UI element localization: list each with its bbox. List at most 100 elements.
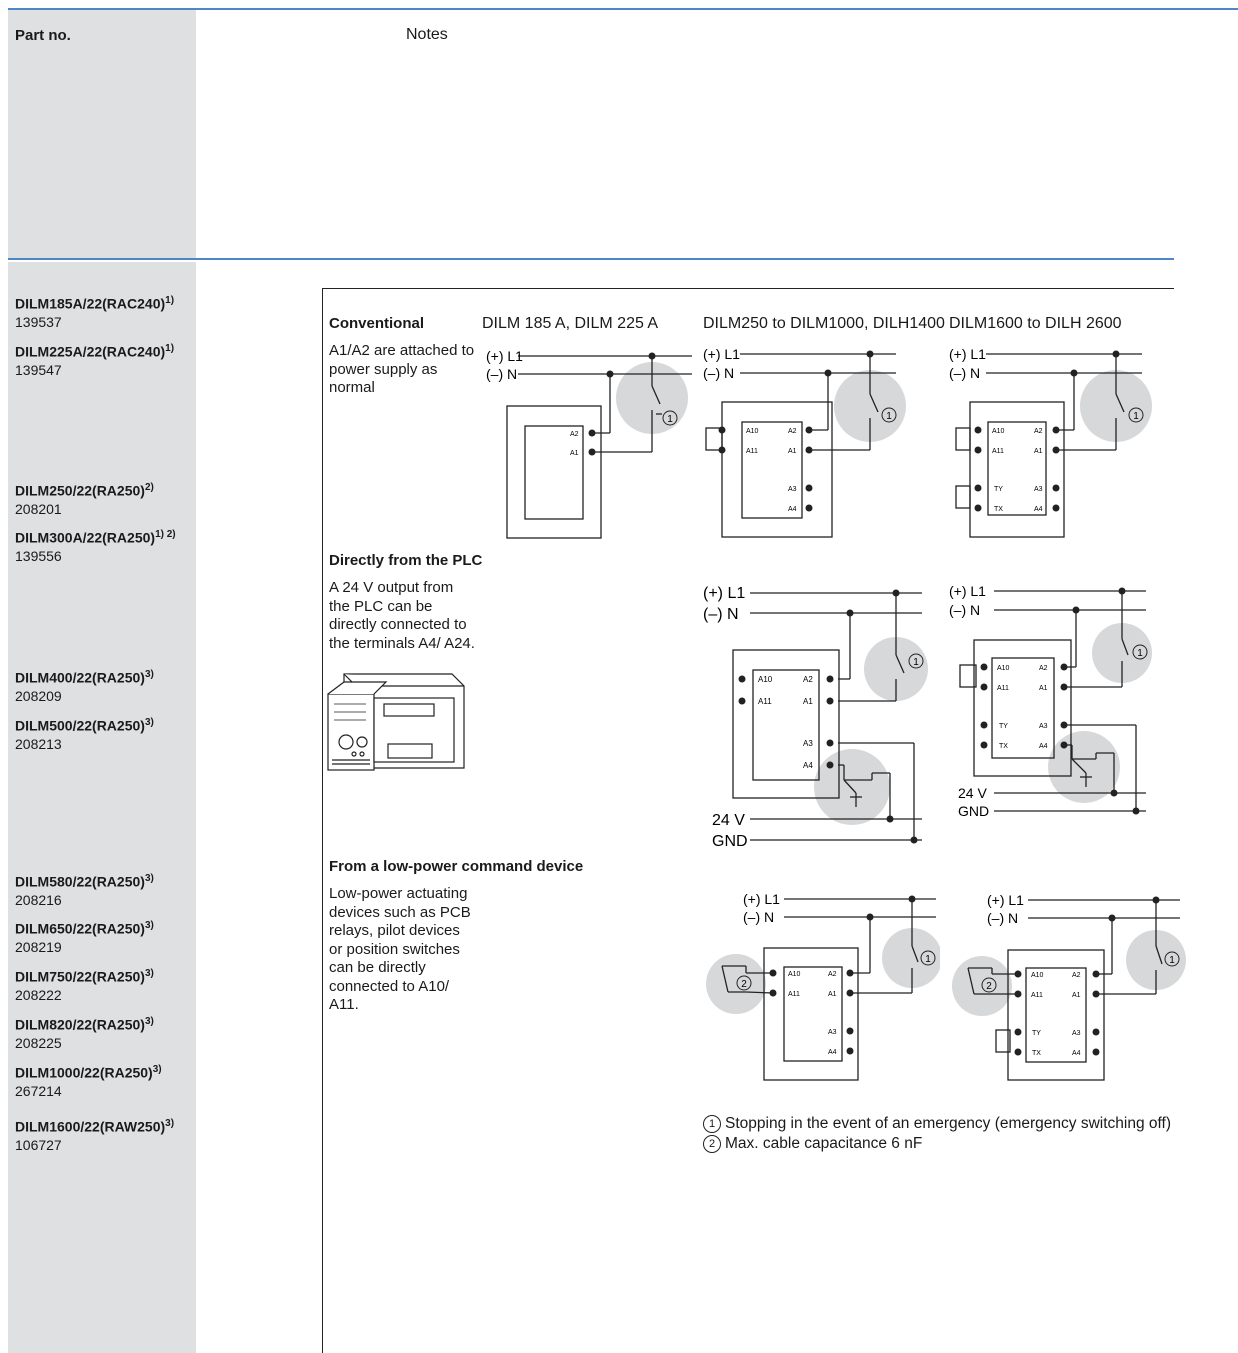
svg-text:A1: A1 [1034,448,1043,455]
part-number: 267214 [15,1082,62,1099]
section-title-lowpower: From a low-power command device [329,858,584,875]
svg-text:1: 1 [925,954,931,965]
part-entry: DILM500/22(RA250)3)208213 [15,714,154,753]
svg-text:(–) N: (–) N [949,365,980,381]
column-heading-dilm1600: DILM1600 to DILH 2600 [949,315,1122,332]
svg-text:A1: A1 [1072,992,1081,999]
wiring-diagram-conventional-dilm1600: 1 (+) L1 (–) N A10 A11 A2 A1 TY TX A3 A4 [949,346,1152,538]
svg-text:A10: A10 [788,971,801,978]
top-rule [8,8,1238,10]
legend-text: Max. cable capacitance 6 nF [725,1135,923,1152]
svg-text:A10: A10 [997,665,1010,672]
part-model: DILM1000/22(RA250)3) [15,1064,162,1081]
part-model: DILM650/22(RA250)3) [15,920,154,937]
svg-text:(+) L1: (+) L1 [486,348,523,364]
svg-text:TY: TY [1032,1030,1041,1037]
part-entry: DILM400/22(RA250)3)208209 [15,666,154,705]
part-number: 208201 [15,500,62,517]
part-model: DILM225A/22(RAC240)1) [15,343,175,360]
svg-text:(+) L1: (+) L1 [949,346,986,362]
part-number: 106727 [15,1136,62,1153]
section-body-plc: A 24 V output from the PLC can be direct… [329,579,475,652]
part-entry: DILM1600/22(RAW250)3)106727 [15,1115,174,1154]
part-model: DILM820/22(RA250)3) [15,1016,154,1033]
part-no-heading: Part no. [15,27,71,44]
svg-text:A10: A10 [992,428,1005,435]
svg-text:A4: A4 [788,506,797,513]
part-entry: DILM1000/22(RA250)3)267214 [15,1061,162,1100]
part-number: 208213 [15,735,62,752]
svg-text:24 V: 24 V [958,785,987,801]
svg-text:2: 2 [986,981,992,992]
wiring-diagram-conventional-dilm185: 1 (+) L1 (–) N A2 A1 [486,348,692,539]
part-number: 139547 [15,361,62,378]
svg-text:24 V: 24 V [712,812,745,829]
part-model: DILM1600/22(RAW250)3) [15,1118,175,1135]
svg-text:TY: TY [994,486,1003,493]
part-model: DILM185A/22(RAC240)1) [15,295,175,312]
legend-text: Stopping in the event of an emergency (e… [725,1115,1172,1132]
svg-text:1: 1 [667,414,673,425]
notes-heading: Notes [406,26,448,43]
svg-text:GND: GND [958,803,989,819]
part-model: DILM300A/22(RA250)1) 2) [15,529,176,546]
svg-text:A1: A1 [828,991,837,998]
svg-text:(+) L1: (+) L1 [949,583,986,599]
svg-text:(+) L1: (+) L1 [703,585,745,602]
svg-text:A2: A2 [803,675,813,684]
part-model: DILM750/22(RA250)3) [15,968,154,985]
svg-text:A3: A3 [803,739,813,748]
svg-text:A1: A1 [803,697,813,706]
part-entry: DILM580/22(RA250)3)208216 [15,870,154,909]
wiring-diagram-conventional-dilm250: 1 (+) L1 (–) N A10 A11 A2 A1 A3 A4 [703,346,906,538]
svg-text:A3: A3 [828,1029,837,1036]
svg-text:A2: A2 [1039,665,1048,672]
svg-text:A11: A11 [997,685,1009,692]
svg-text:1: 1 [913,657,919,668]
svg-text:(+) L1: (+) L1 [703,346,740,362]
part-entry: DILM820/22(RA250)3)208225 [15,1013,154,1052]
section-body-lowpower: Low-power actuating devices such as PCB … [329,885,471,1013]
part-number: 208216 [15,891,62,908]
svg-text:1: 1 [1133,411,1139,422]
part-entry: DILM750/22(RA250)3)208222 [15,965,154,1004]
wiring-diagram-lowpower-dilm1600: 1 2 (+) L1 (–) N A10 A11 A2 A1 TY TX A3 … [952,892,1186,1081]
svg-text:TX: TX [994,506,1003,513]
wiring-diagram-plc-dilm250: 1 (+) L1 (–) N A10 A11 A2 A1 A3 A4 24 V … [703,585,928,850]
svg-text:(–) N: (–) N [743,909,774,925]
wiring-diagram-plc-dilm1600: 1 (+) L1 (–) N A10 A11 A2 A1 TY TX A3 A4… [949,583,1152,819]
svg-text:GND: GND [712,833,748,850]
sidebar-parts-panel [8,262,196,1353]
svg-text:TX: TX [1032,1050,1041,1057]
svg-text:A10: A10 [758,675,773,684]
part-number: 139556 [15,547,62,564]
svg-text:TY: TY [999,723,1008,730]
content-frame-top [322,288,1174,289]
svg-text:1: 1 [1137,648,1143,659]
section-title-conventional: Conventional [329,315,425,332]
svg-text:A4: A4 [803,761,813,770]
svg-text:(–) N: (–) N [949,602,980,618]
part-number: 139537 [15,313,62,330]
svg-text:(–) N: (–) N [987,910,1018,926]
section-rule [8,258,1174,260]
svg-text:A3: A3 [788,486,797,493]
column-heading-dilm250: DILM250 to DILM1000, DILH1400 [703,315,945,332]
part-entry: DILM650/22(RA250)3)208219 [15,917,154,956]
part-number: 208209 [15,687,62,704]
svg-text:A2: A2 [1034,428,1043,435]
svg-text:A4: A4 [1039,743,1048,750]
svg-text:A11: A11 [746,448,758,455]
column-heading-dilm185: DILM 185 A, DILM 225 A [482,315,659,332]
part-number: 208222 [15,986,62,1003]
svg-text:TX: TX [999,743,1008,750]
svg-text:A11: A11 [758,697,772,706]
svg-text:A10: A10 [1031,972,1044,979]
svg-text:(+) L1: (+) L1 [987,892,1024,908]
svg-text:A10: A10 [746,428,759,435]
section-body-conventional: A1/A2 are attached to power supply as no… [329,342,475,396]
svg-text:A1: A1 [570,450,579,457]
svg-text:A3: A3 [1034,486,1043,493]
svg-text:A11: A11 [788,991,800,998]
